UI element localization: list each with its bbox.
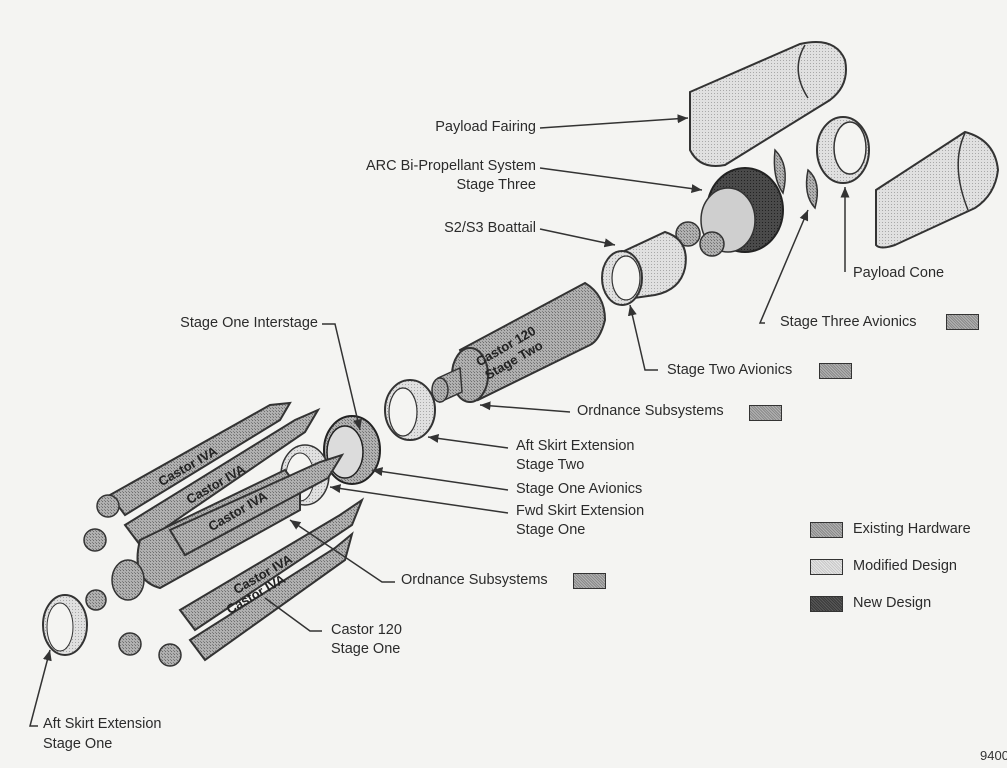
status-swatch-existing bbox=[946, 314, 979, 330]
status-swatch-existing bbox=[749, 405, 782, 421]
label-stage-three-avionics: Stage Three Avionics bbox=[780, 314, 917, 330]
aft-skirt-extension-stage-two bbox=[384, 379, 436, 441]
label-ordnance-subsystems-lower: Ordnance Subsystems bbox=[401, 572, 548, 588]
payload-adapter-ring bbox=[816, 116, 870, 184]
label-arc-bi-propellant-system: ARC Bi-Propellant System bbox=[365, 158, 536, 174]
stage-one-interstage bbox=[323, 415, 381, 485]
label-stage-two-avionics: Stage Two Avionics bbox=[667, 362, 793, 378]
status-swatch-existing bbox=[819, 363, 852, 379]
castor-120-stage-two bbox=[431, 281, 607, 404]
label-stage-one-avionics: Stage One Avionics bbox=[516, 481, 643, 497]
label-aft-skirt-extension-s2-stage: Stage Two bbox=[516, 457, 585, 473]
label-aft-skirt-extension-s1-stage: Stage One bbox=[43, 736, 113, 752]
label-arc-stage-three: Stage Three bbox=[456, 177, 536, 193]
castor-iva-booster bbox=[158, 531, 354, 667]
payload-cone bbox=[875, 130, 1000, 249]
legend-label-existing: Existing Hardware bbox=[853, 521, 971, 537]
castor-iva-booster bbox=[96, 401, 292, 518]
label-payload-fairing: Payload Fairing bbox=[435, 119, 536, 135]
s2-s3-boattail bbox=[601, 230, 687, 306]
stage-three-avionics-plate bbox=[773, 148, 786, 195]
label-aft-skirt-extension-s1: Aft Skirt Extension bbox=[43, 716, 162, 732]
legend-label-new: New Design bbox=[853, 595, 932, 611]
label-castor-120: Castor 120 bbox=[331, 622, 402, 638]
label-aft-skirt-extension-s2: Aft Skirt Extension bbox=[516, 438, 635, 454]
legend-label-modified: Modified Design bbox=[853, 558, 957, 574]
label-fwd-skirt-extension-stage: Stage One bbox=[516, 522, 586, 538]
label-ordnance-subsystems-upper: Ordnance Subsystems bbox=[577, 403, 724, 419]
label-fwd-skirt-extension: Fwd Skirt Extension bbox=[516, 503, 645, 519]
label-s2-s3-boattail: S2/S3 Boattail bbox=[444, 220, 536, 236]
aft-skirt-extension-stage-one bbox=[42, 594, 88, 656]
castor-iva-booster bbox=[118, 497, 365, 656]
legend-swatch-modified bbox=[810, 559, 843, 575]
label-castor-120-stage-one: Stage One bbox=[331, 641, 401, 657]
legend-swatch-existing bbox=[810, 522, 843, 538]
figure-number: 9400 bbox=[980, 748, 1007, 763]
legend-swatch-new bbox=[810, 596, 843, 612]
label-payload-cone: Payload Cone bbox=[853, 265, 945, 281]
arc-stage-three bbox=[675, 167, 784, 257]
castor-iva-booster bbox=[83, 407, 321, 552]
status-swatch-existing bbox=[573, 573, 606, 589]
payload-fairing bbox=[689, 41, 847, 167]
castor-iva-booster bbox=[168, 453, 345, 557]
label-stage-one-interstage: Stage One Interstage bbox=[180, 315, 318, 331]
leader-lines bbox=[29, 114, 850, 727]
stage-three-avionics-plate bbox=[805, 168, 819, 210]
